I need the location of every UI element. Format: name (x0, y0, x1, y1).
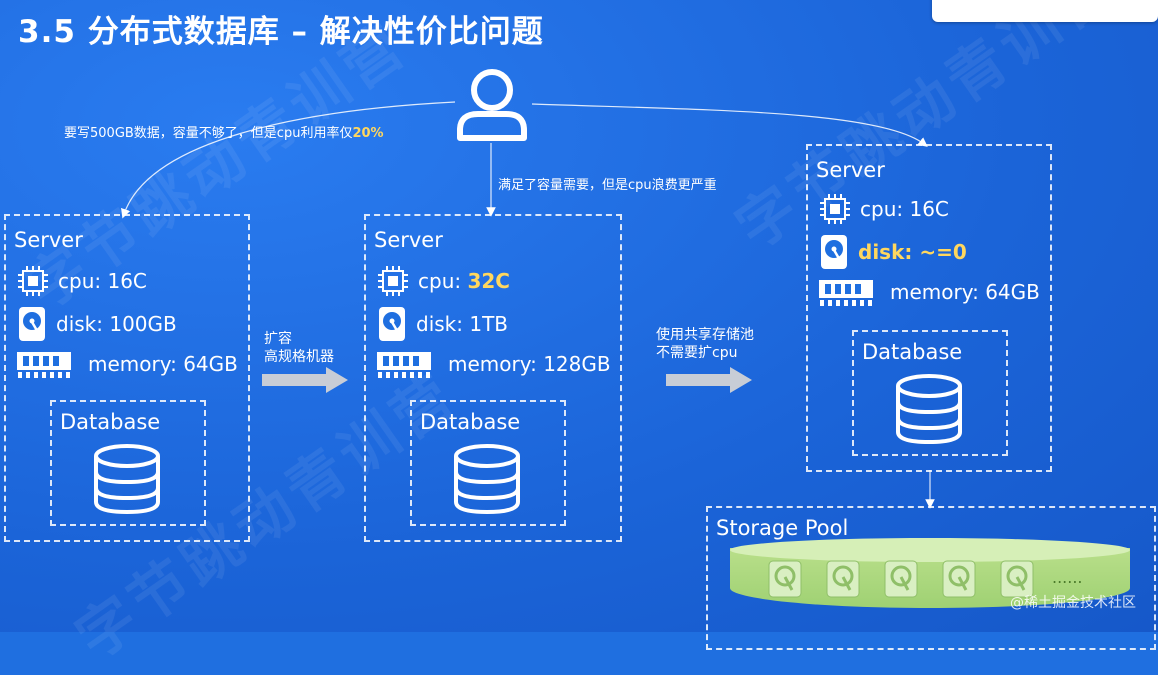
server-label: Server (816, 158, 885, 182)
disk-icon (1000, 560, 1034, 598)
cpu-row: cpu: 16C (18, 266, 147, 296)
database-box: Database (50, 400, 206, 526)
cpu-icon (18, 266, 48, 296)
database-label: Database (420, 410, 521, 434)
disk-icon (884, 560, 918, 598)
storage-pool-label: Storage Pool (716, 516, 849, 540)
memory-row: memory: 64GB (16, 348, 238, 380)
top-right-card (932, 0, 1158, 22)
annotation-middle: 满足了容量需要，但是cpu浪费更严重 (498, 178, 717, 193)
disk-row: disk: 100GB (18, 306, 177, 342)
footer-watermark: @稀土掘金技术社区 (1010, 595, 1136, 611)
disk-icon (378, 306, 406, 342)
user-icon (457, 69, 527, 141)
memory-icon (818, 276, 874, 308)
connector-lines (121, 101, 935, 509)
slide-title: 3.5 分布式数据库 – 解决性价比问题 (18, 14, 544, 50)
right-arrow-icon (666, 367, 752, 393)
right-arrow-icon (262, 367, 348, 393)
database-box: Database (852, 330, 1008, 456)
disk-icon (826, 560, 860, 598)
disk-icon (942, 560, 976, 598)
storage-pool-cylinder-top (730, 538, 1130, 562)
server-label: Server (374, 228, 443, 252)
memory-icon (16, 348, 72, 380)
cpu-row: cpu: 32C (378, 266, 510, 296)
server-label: Server (14, 228, 83, 252)
database-label: Database (862, 340, 963, 364)
memory-row: memory: 128GB (376, 348, 611, 380)
disk-row: disk: ~=0 (820, 234, 967, 270)
disk-row: disk: 1TB (378, 306, 508, 342)
disk-icon (768, 560, 802, 598)
database-icon (94, 444, 160, 515)
arrow-label-2: 使用共享存储池 不需要扩cpu (656, 327, 754, 361)
cpu-icon (378, 266, 408, 296)
server-box-3: Server cpu: 16C disk: ~=0 memory: 64GB D… (806, 144, 1052, 472)
arrow-label-1: 扩容 高规格机器 (264, 331, 334, 365)
disk-icon (820, 234, 848, 270)
memory-icon (376, 348, 432, 380)
memory-row: memory: 64GB (818, 276, 1040, 308)
cpu-icon (820, 194, 850, 224)
server-box-2: Server cpu: 32C disk: 1TB memory: 128GB … (364, 214, 622, 542)
database-box: Database (410, 400, 566, 526)
annotation-left: 要写500GB数据，容量不够了，但是cpu利用率仅20% (64, 126, 384, 141)
cpu-row: cpu: 16C (820, 194, 949, 224)
pool-ellipsis: ...... (1052, 568, 1083, 587)
disk-icon (18, 306, 46, 342)
database-icon (896, 374, 962, 445)
database-icon (454, 444, 520, 515)
database-label: Database (60, 410, 161, 434)
pool-disks (768, 560, 1034, 598)
server-box-1: Server cpu: 16C disk: 100GB memory: 64GB… (4, 214, 250, 542)
